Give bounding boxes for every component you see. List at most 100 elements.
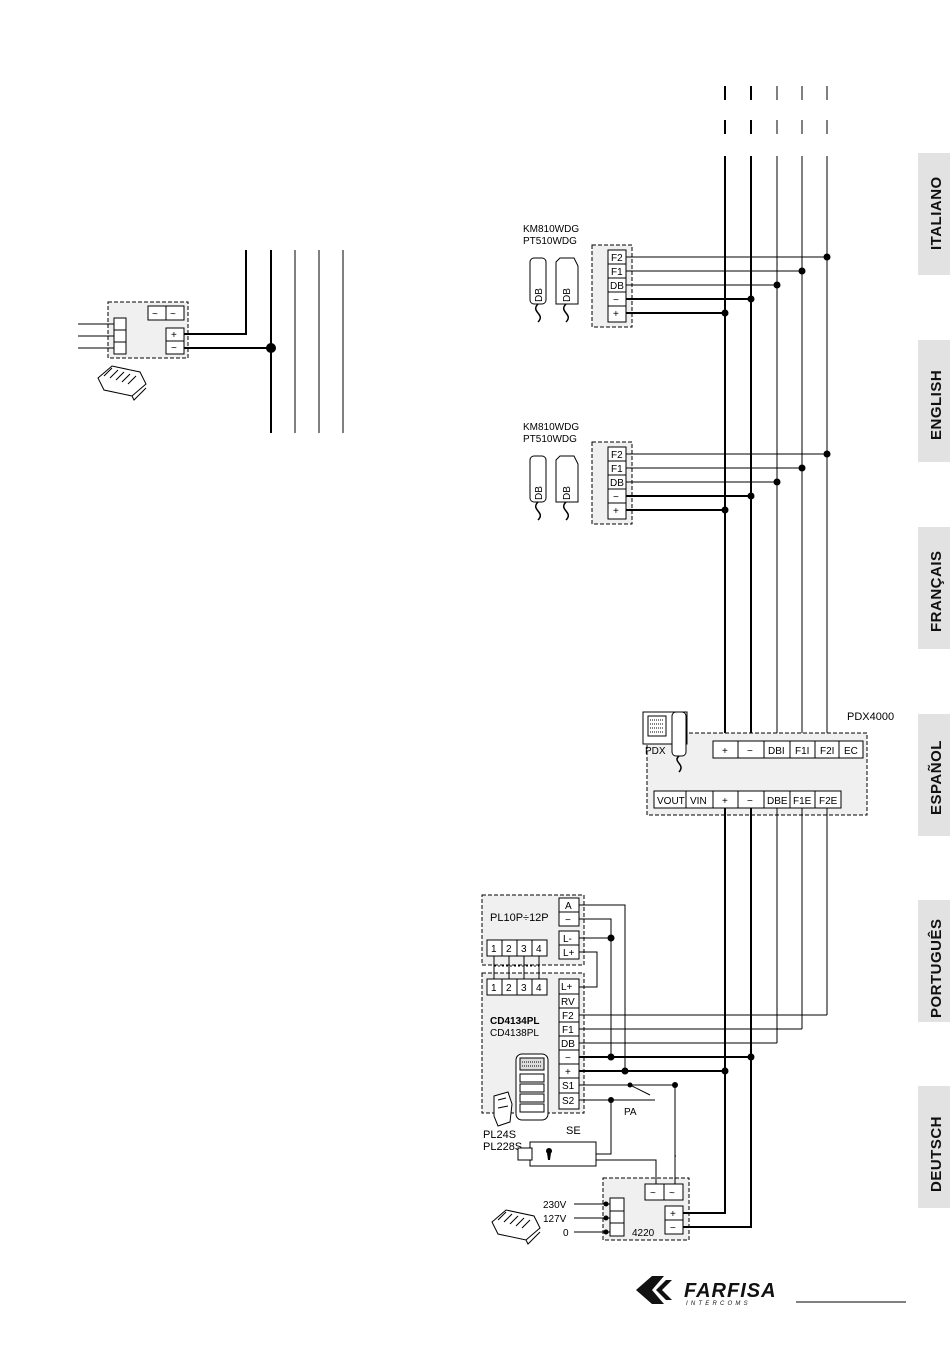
keypad-term-lminus: L- — [563, 934, 572, 945]
panel-term-db: DB — [561, 1039, 575, 1050]
keypad-term-lplus: L+ — [563, 948, 575, 959]
panel-term-f2: F2 — [562, 1011, 574, 1022]
monitor-1-handset-b-label: DB — [562, 288, 573, 302]
pdx4000-module: PDX4000 PDX + − DBI F1I F2I EC — [642, 711, 894, 816]
panel-num-3: 3 — [521, 983, 527, 994]
tab-english-bg — [918, 340, 950, 462]
keypad-num-2: 2 — [506, 944, 512, 955]
monitor-1-term-f2: F2 — [611, 253, 623, 264]
pdx-title: PDX4000 — [847, 711, 894, 723]
pdx-phone-icon: PDX — [642, 711, 688, 773]
legend-ac-1: ~ — [152, 309, 158, 320]
keypad-num-1: 1 — [491, 944, 497, 955]
monitor-2-model-line2: PT510WDG — [523, 434, 577, 445]
lock-icon — [546, 1148, 552, 1160]
pdx-bot-vout: VOUT — [657, 796, 685, 807]
keypad-term-minus: − — [565, 915, 571, 926]
pushbutton-model-line1: PL24S — [483, 1129, 516, 1141]
pdx-top-f1i: F1I — [795, 746, 809, 757]
tab-francais-bg — [918, 527, 950, 649]
monitor-2-term-db: DB — [610, 478, 624, 489]
monitor-2-term-minus: − — [613, 492, 619, 503]
tab-italiano[interactable]: ITALIANO — [928, 176, 945, 250]
pdx-bot-minus: − — [747, 796, 753, 807]
panel-term-lplus: L+ — [561, 982, 573, 993]
pdx-bot-vin: VIN — [690, 796, 707, 807]
psu-ac-2: ~ — [669, 1188, 675, 1199]
psu-input-230: 230V — [543, 1200, 567, 1211]
monitor-2: KM810WDG PT510WDG DB DB F2 F1 DB − + — [523, 422, 831, 525]
monitor-2-term-f1: F1 — [611, 464, 623, 475]
monitor-1-model-line1: KM810WDG — [523, 224, 579, 235]
pdx-bot-f2e: F2E — [819, 796, 838, 807]
panel-num-2: 2 — [506, 983, 512, 994]
door-panel-icon — [515, 1053, 549, 1121]
panel-num-1: 1 — [491, 983, 497, 994]
monitor-2-handset-a-label: DB — [534, 486, 545, 500]
electric-lock: SE — [517, 1125, 657, 1184]
panel-model-bold: CD4134PL — [490, 1016, 539, 1027]
tab-deutsch-bg — [918, 1086, 950, 1208]
din-rail-icon — [97, 365, 147, 401]
tab-portugues-bg — [918, 900, 950, 1022]
psu-input-127: 127V — [543, 1214, 567, 1225]
monitor-1-term-minus: − — [613, 295, 619, 306]
legend-dc-minus: − — [171, 343, 177, 354]
top-bus-lines — [724, 86, 828, 744]
legend-ac-2: ~ — [170, 309, 176, 320]
panel-term-minus: − — [565, 1053, 571, 1064]
pdx-bot-dbe: DBE — [767, 796, 788, 807]
pdx-top-f2i: F2I — [820, 746, 834, 757]
door-panel-module: 1 2 3 4 CD4134PL CD4138PL — [481, 956, 585, 1121]
monitor-2-handset-b-label: DB — [562, 486, 573, 500]
legend-power-supply: ~ ~ + − — [78, 250, 344, 433]
keypad-num-4: 4 — [536, 944, 542, 955]
monitor-1-term-f1: F1 — [611, 267, 623, 278]
pushbutton-model-line2: PL228S — [483, 1141, 522, 1153]
panel-term-rv: RV — [561, 997, 575, 1008]
tab-espanol[interactable]: ESPAÑOL — [927, 740, 945, 815]
pdx-top-plus: + — [722, 746, 728, 757]
monitor-2-model-line1: KM810WDG — [523, 422, 579, 433]
handset-icon: DB DB — [529, 257, 579, 323]
keypad-module: PL10P÷12P A − L- L+ 1 2 3 4 — [481, 894, 585, 966]
pushbutton-icon — [493, 1091, 513, 1127]
pdx-bot-plus: + — [722, 796, 728, 807]
monitor-1: KM810WDG PT510WDG DB DB F2 F1 DB − + — [523, 224, 831, 328]
panel-model: CD4138PL — [490, 1028, 539, 1039]
farfisa-emblem-icon — [636, 1276, 672, 1304]
pdx-top-dbi: DBI — [768, 746, 785, 757]
tab-italiano-bg — [918, 153, 950, 275]
door-button-label: PA — [624, 1107, 637, 1118]
pdx-top-ec: EC — [844, 746, 858, 757]
tab-deutsch[interactable]: DEUTSCH — [928, 1116, 945, 1192]
logo-brand: FARFISA — [684, 1280, 777, 1302]
pdx-unit-label: PDX — [645, 746, 666, 757]
keypad-term-a: A — [565, 901, 572, 912]
pushbutton-module: PL24S PL228S — [483, 1091, 522, 1153]
psu-ac-1: ~ — [650, 1188, 656, 1199]
farfisa-logo: FARFISA INTERCOMS — [636, 1276, 906, 1307]
panel-term-s1: S1 — [562, 1081, 575, 1092]
handset-icon: DB DB — [529, 455, 579, 521]
tab-francais[interactable]: FRANÇAIS — [928, 551, 945, 633]
legend-dc-plus: + — [171, 330, 177, 341]
panel-term-s2: S2 — [562, 1096, 575, 1107]
monitor-1-model-line2: PT510WDG — [523, 236, 577, 247]
keypad-model: PL10P÷12P — [490, 912, 549, 924]
tab-espanol-bg — [918, 714, 950, 836]
language-tabs: ITALIANO ENGLISH FRANÇAIS ESPAÑOL PORTUG… — [918, 153, 950, 1208]
monitor-1-term-plus: + — [613, 309, 619, 320]
monitor-2-term-plus: + — [613, 506, 619, 517]
tab-english[interactable]: ENGLISH — [928, 370, 945, 440]
monitor-1-handset-a-label: DB — [534, 288, 545, 302]
pdx-top-minus: − — [747, 746, 753, 757]
monitor-2-term-f2: F2 — [611, 450, 623, 461]
tab-portugues[interactable]: PORTUGUÊS — [927, 918, 945, 1018]
lower-bus-lines — [724, 808, 828, 1170]
psu-input-0: 0 — [563, 1228, 569, 1239]
panel-num-4: 4 — [536, 983, 542, 994]
panel-term-plus: + — [565, 1067, 571, 1078]
panel-term-f1: F1 — [562, 1025, 574, 1036]
